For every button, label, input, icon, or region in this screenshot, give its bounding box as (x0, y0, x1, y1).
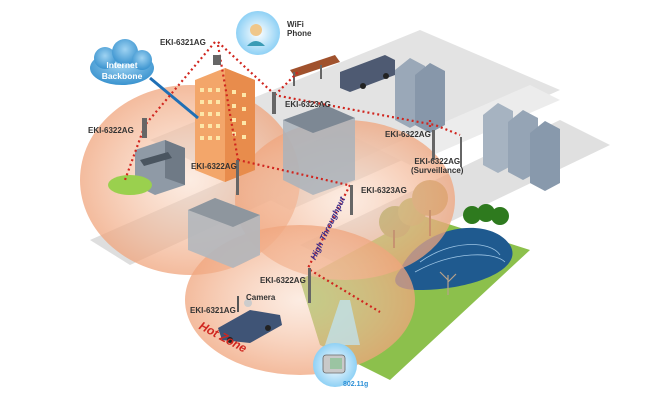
car (218, 296, 282, 343)
ap-mid-icon (236, 160, 239, 195)
link-high-throughput (307, 184, 351, 269)
link-tower-cafe (123, 41, 216, 181)
wifi-phone-label-line1: WiFi (287, 20, 304, 29)
link-park-user (309, 269, 381, 313)
wifi-phone-bubble (236, 11, 280, 55)
link-tower-busstop (217, 41, 273, 93)
ap-park-icon (308, 268, 311, 303)
apartments-1 (395, 58, 445, 133)
label-eki-surveillance-line1: EKI-6322AG (414, 157, 461, 166)
internet-label-line1: Internet (106, 60, 138, 70)
label-eki-cafe: EKI-6322AG (88, 126, 134, 135)
bus (340, 55, 395, 92)
label-eki-park: EKI-6322AG (260, 276, 306, 285)
label-eki-tower: EKI-6321AG (160, 38, 206, 47)
glass-building (283, 105, 355, 195)
cafe-building (108, 140, 185, 195)
ap-tower-icon (213, 55, 221, 65)
link-busstop-apartments (273, 93, 461, 137)
internet-label-line2: Backbone (101, 71, 143, 81)
label-eki-parking: EKI-6323AG (361, 186, 407, 195)
shop-building (188, 198, 260, 268)
device-bubble (313, 300, 360, 387)
office-tower (195, 68, 255, 182)
ap-apartments-icon (432, 130, 435, 160)
ap-parking-icon (350, 185, 353, 215)
wireless-links (123, 41, 461, 313)
label-eki-busstop: EKI-6323AG (285, 100, 331, 109)
ap-cafe-icon (142, 118, 147, 138)
apartments-2 (483, 103, 560, 191)
standard-label: 802.11g (343, 381, 369, 388)
link-busstop-wifiphone (274, 69, 301, 96)
label-eki-surveillance: EKI-6322AG (Surveillance) (411, 157, 463, 175)
buildings (108, 55, 560, 343)
sidewalk (380, 85, 560, 165)
label-eki-surveillance-line2: (Surveillance) (411, 166, 464, 175)
label-eki-car: EKI-6321AG (190, 306, 236, 315)
link-mid-parking (237, 158, 349, 187)
label-camera: Camera (246, 293, 276, 302)
wifi-phone-label: WiFi Phone (287, 20, 311, 38)
label-eki-apartments: EKI-6322AG (385, 130, 431, 139)
label-eki-mid: EKI-6322AG (191, 162, 237, 171)
ap-surveillance-icon (460, 137, 462, 167)
access-points (142, 55, 462, 303)
bus-stop (290, 55, 340, 86)
wifi-phone-label-line2: Phone (287, 29, 312, 38)
backbone-link (149, 76, 199, 120)
internet-cloud (90, 39, 154, 85)
internet-backbone-label: Internet Backbone (87, 60, 157, 82)
ap-busstop-icon (272, 92, 276, 114)
